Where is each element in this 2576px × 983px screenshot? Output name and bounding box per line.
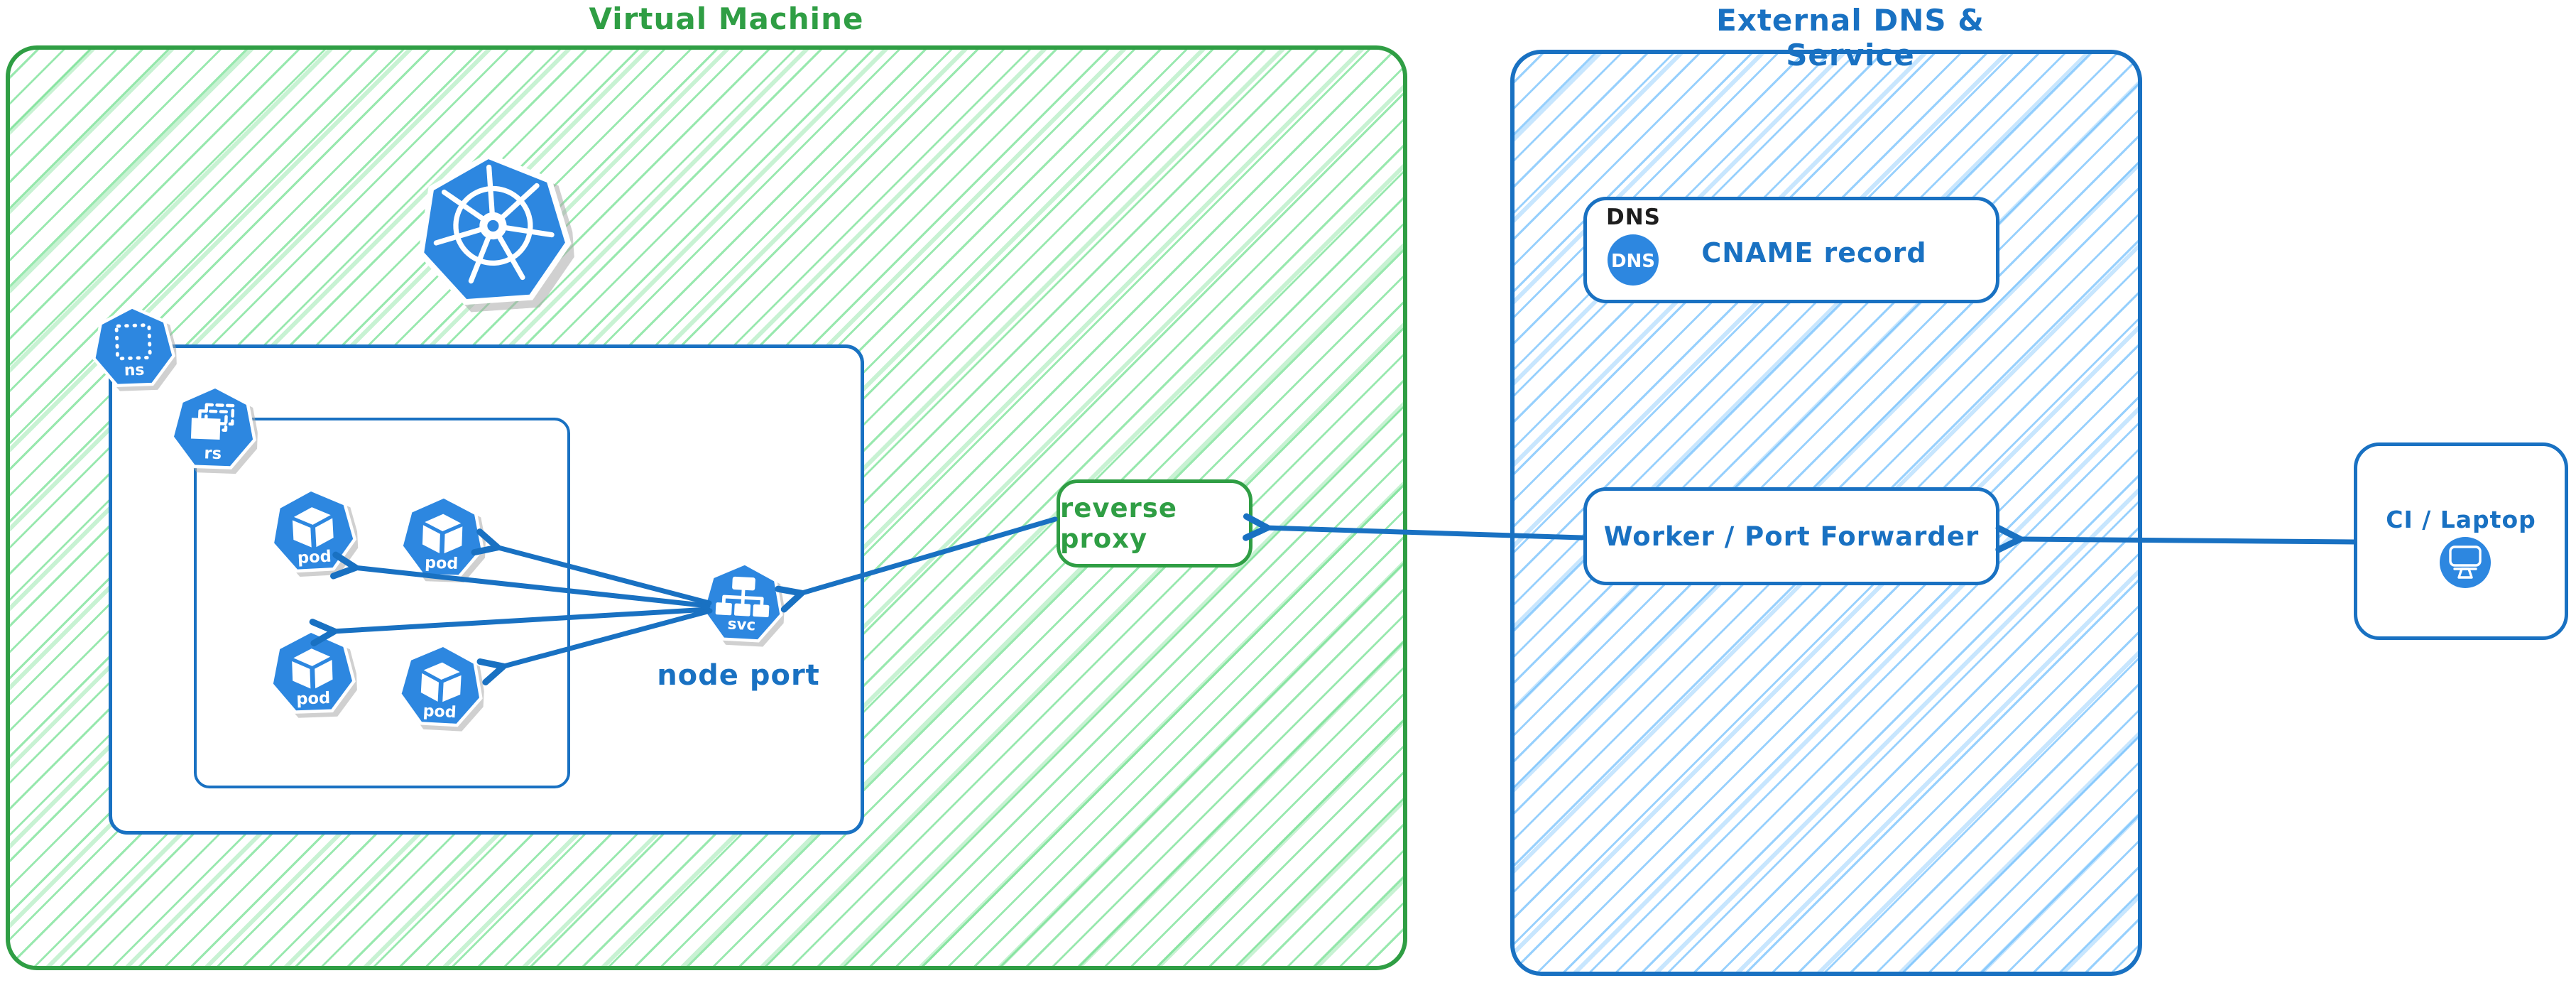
- pod-icon-label: pod: [422, 702, 457, 722]
- worker-port-forwarder-label: Worker / Port Forwarder: [1603, 521, 1980, 552]
- vm-title: Virtual Machine: [589, 1, 864, 36]
- pod-icon-2: pod: [398, 493, 488, 584]
- reverse-proxy-box: reverse proxy: [1057, 479, 1252, 567]
- pod-icon-4: pod: [395, 641, 487, 733]
- cube-glyph: [422, 514, 463, 554]
- pod-icon-3: pod: [267, 627, 359, 719]
- stacked-rects-glyph: [190, 403, 235, 440]
- dns-badge-label: DNS: [1611, 251, 1655, 272]
- replicaset-icon-label: rs: [204, 444, 222, 463]
- worker-port-forwarder-box: Worker / Port Forwarder: [1583, 487, 1999, 585]
- dns-badge-icon: DNS: [1607, 234, 1659, 286]
- namespace-icon-label: ns: [124, 362, 144, 380]
- cube-glyph: [292, 648, 333, 689]
- ci-laptop-label: CI / Laptop: [2386, 506, 2536, 533]
- dns-tag-label: DNS: [1606, 205, 1661, 230]
- service-icon: svc: [699, 560, 787, 648]
- pod-icon-label: pod: [296, 689, 331, 709]
- namespace-icon: ns: [89, 303, 178, 393]
- node-port-label: node port: [657, 659, 820, 692]
- pod-icon-1: pod: [267, 485, 360, 579]
- kubernetes-logo-icon: [410, 147, 578, 316]
- pod-icon-label: pod: [297, 548, 332, 567]
- cube-glyph: [292, 507, 334, 548]
- ship-wheel-glyph: [433, 164, 555, 284]
- external-title: External DNS & Service: [1716, 3, 1985, 72]
- service-tree-glyph: [715, 576, 770, 617]
- cname-record-label: CNAME record: [1701, 237, 1927, 268]
- replicaset-icon: rs: [168, 383, 260, 475]
- reverse-proxy-label: reverse proxy: [1060, 493, 1177, 554]
- cube-glyph: [420, 662, 462, 702]
- pod-icon-label: pod: [425, 553, 459, 573]
- monitor-icon: [2439, 536, 2492, 589]
- monitor-glyph: [2449, 545, 2482, 579]
- dotted-square-glyph: [114, 323, 152, 361]
- service-icon-label: svc: [727, 615, 756, 634]
